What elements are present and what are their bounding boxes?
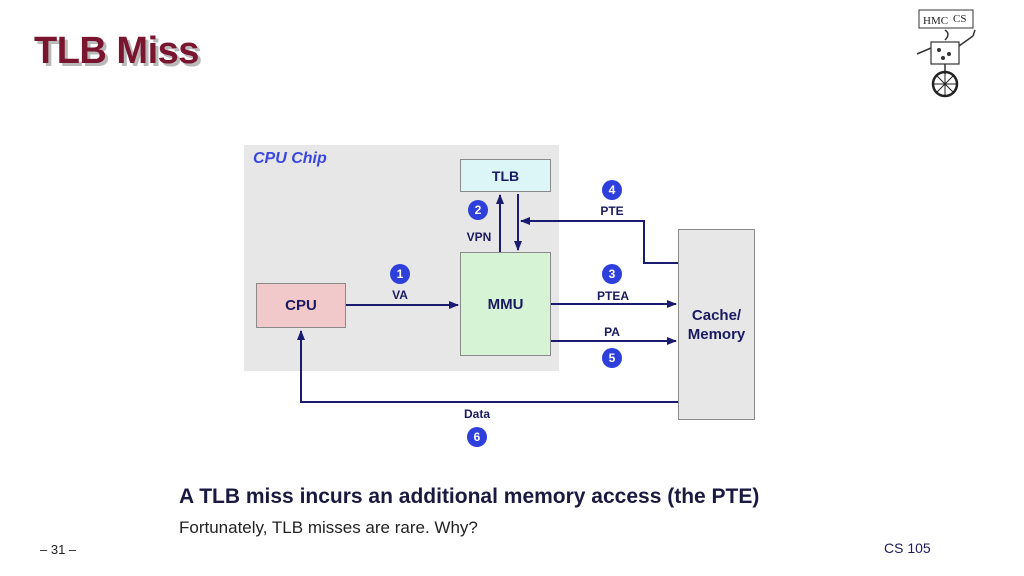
- arrow-pte: [520, 217, 678, 264]
- edge-label-pte: PTE: [600, 204, 624, 218]
- edge-label-vpn: VPN: [466, 230, 492, 244]
- step-badge-1: 1: [390, 264, 410, 284]
- edge-label-ptea: PTEA: [596, 289, 630, 303]
- step-badge-6: 6: [467, 427, 487, 447]
- step-badge-2: 2: [468, 200, 488, 220]
- svg-text:HMC: HMC: [923, 15, 948, 27]
- cache-memory-box: Cache/ Memory: [678, 229, 755, 420]
- caption-main: A TLB miss incurs an additional memory a…: [179, 485, 760, 508]
- tlb-box: TLB: [460, 159, 551, 192]
- caption-sub: Fortunately, TLB misses are rare. Why?: [179, 518, 478, 537]
- course-label: CS 105: [884, 540, 931, 556]
- hmc-cs-logo: HMC CS: [916, 9, 976, 98]
- step-badge-5: 5: [602, 348, 622, 368]
- cache-memory-label-line2: Memory: [687, 325, 746, 343]
- page-number: – 31 –: [40, 542, 77, 557]
- mmu-box: MMU: [460, 252, 551, 356]
- cpu-chip-label: CPU Chip: [253, 150, 327, 167]
- cpu-box: CPU: [256, 283, 346, 328]
- slide-title: TLB Miss: [34, 30, 199, 72]
- arrow-data: [297, 330, 678, 403]
- step-badge-3: 3: [602, 264, 622, 284]
- edge-label-data: Data: [463, 407, 491, 421]
- edge-label-va: VA: [392, 288, 408, 302]
- cache-memory-label-line1: Cache/: [691, 306, 742, 324]
- step-badge-4: 4: [602, 180, 622, 200]
- svg-text:CS: CS: [953, 13, 966, 25]
- edge-label-pa: PA: [604, 325, 620, 339]
